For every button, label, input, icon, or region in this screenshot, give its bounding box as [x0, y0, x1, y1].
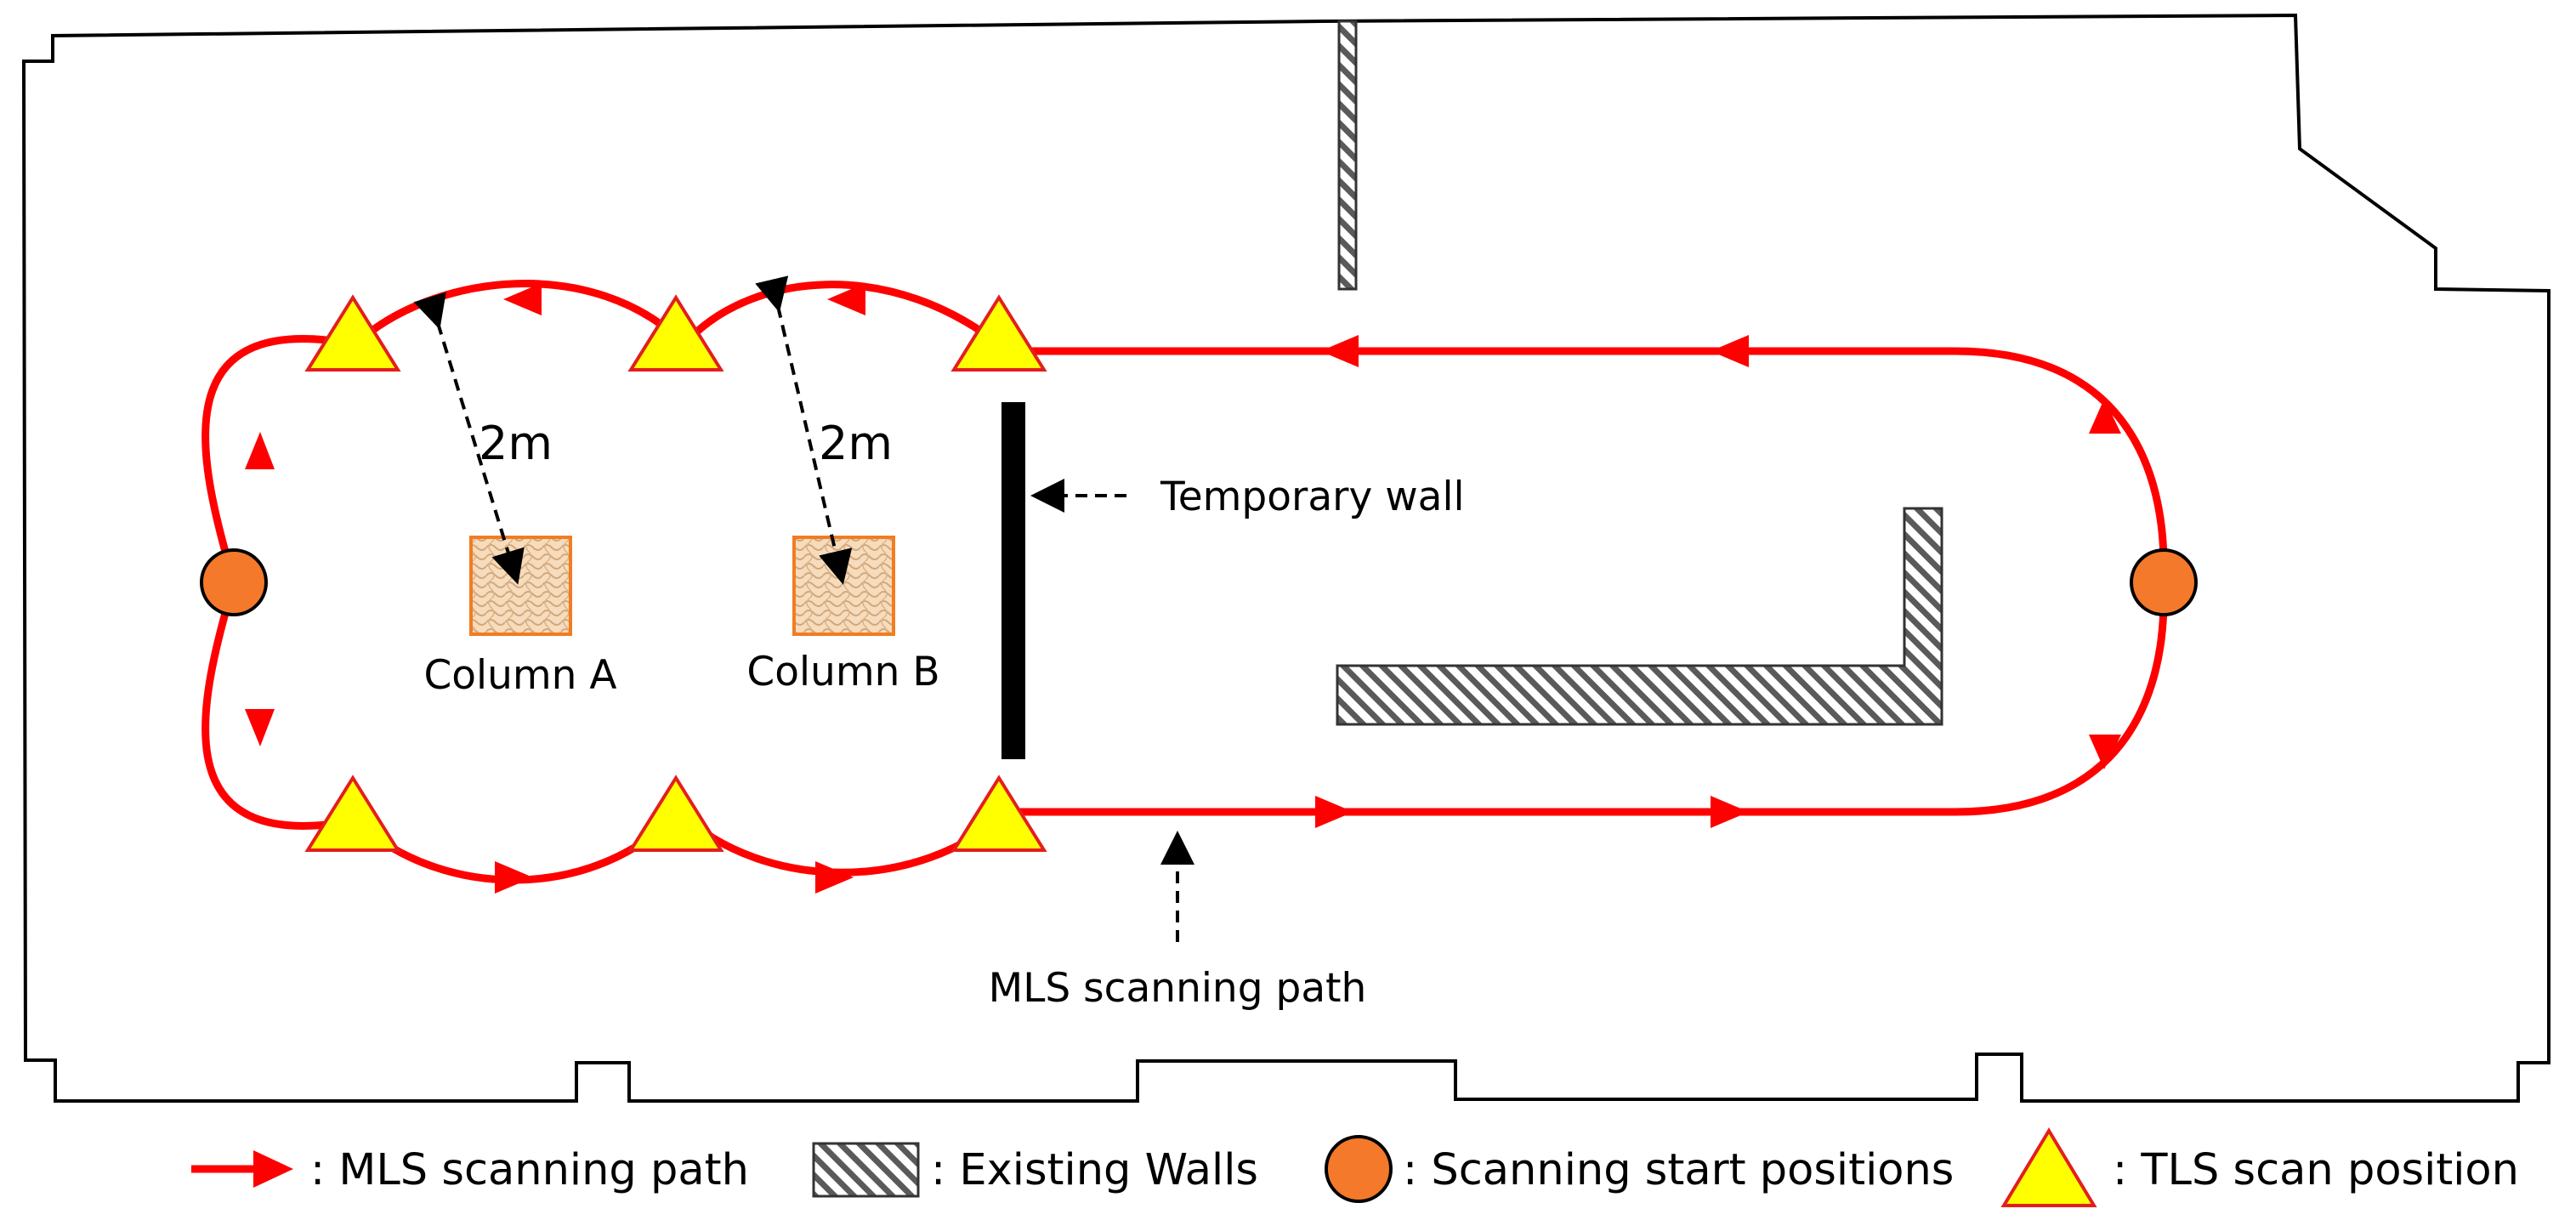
legend-arrowhead-icon	[253, 1150, 293, 1188]
legend-item-tls-position: : TLS scan position	[2000, 1127, 2519, 1207]
arrowhead	[495, 861, 533, 894]
arrowhead	[503, 283, 542, 315]
column-a	[469, 536, 572, 636]
tls-scan-position	[950, 294, 1047, 372]
mls-path-label: MLS scanning path	[989, 965, 1367, 1012]
legend-hatch-icon	[812, 1142, 920, 1198]
arrowhead	[815, 861, 854, 894]
column-b	[792, 536, 895, 636]
arrowhead	[1711, 796, 1749, 828]
scanning-start-positions	[200, 548, 2198, 616]
legend-item-start-positions: : Scanning start positions	[1325, 1135, 1954, 1203]
arrowhead	[2089, 735, 2121, 769]
temporary-wall-label: Temporary wall	[1160, 474, 1465, 520]
arrowhead	[1315, 796, 1353, 828]
legend-label-start-positions: : Scanning start positions	[1403, 1145, 1954, 1195]
existing-wall-l-shape	[1336, 507, 1943, 726]
legend-label-mls-path: : MLS scanning path	[310, 1145, 749, 1195]
start-position-left	[200, 548, 268, 616]
arrowhead	[1711, 335, 1749, 367]
temporary-wall	[1001, 402, 1025, 759]
column-b-label: Column B	[746, 649, 939, 695]
distance-arrows	[413, 275, 853, 585]
tls-scan-position	[304, 294, 401, 372]
arrowhead	[245, 709, 275, 746]
legend-triangle-icon	[2000, 1127, 2097, 1207]
tls-scan-position	[627, 775, 724, 852]
legend-circle-icon	[1325, 1135, 1393, 1203]
distance-label-b: 2m	[819, 417, 893, 470]
building-outline	[21, 13, 2550, 1103]
existing-wall-top	[1337, 20, 1358, 291]
legend-item-mls-path: : MLS scanning path	[191, 1145, 749, 1195]
start-position-right	[2130, 548, 2198, 616]
distance-label-a: 2m	[479, 417, 553, 470]
arrowhead	[2089, 399, 2121, 434]
legend-label-tls-position: : TLS scan position	[2113, 1145, 2519, 1195]
distance-arrow-a	[413, 292, 525, 585]
tls-scan-position	[627, 294, 724, 372]
tls-scan-positions	[304, 294, 1047, 852]
column-a-label: Column A	[423, 652, 616, 699]
legend: : MLS scanning path : Existing Walls : S…	[191, 1127, 2519, 1207]
tls-scan-position	[950, 775, 1047, 852]
arrowhead	[1320, 335, 1359, 367]
tls-scan-position	[304, 775, 401, 852]
legend-item-existing-walls: : Existing Walls	[812, 1142, 1258, 1198]
legend-label-existing-walls: : Existing Walls	[931, 1145, 1258, 1195]
distance-arrow-b	[755, 275, 853, 585]
arrowhead	[245, 432, 275, 469]
